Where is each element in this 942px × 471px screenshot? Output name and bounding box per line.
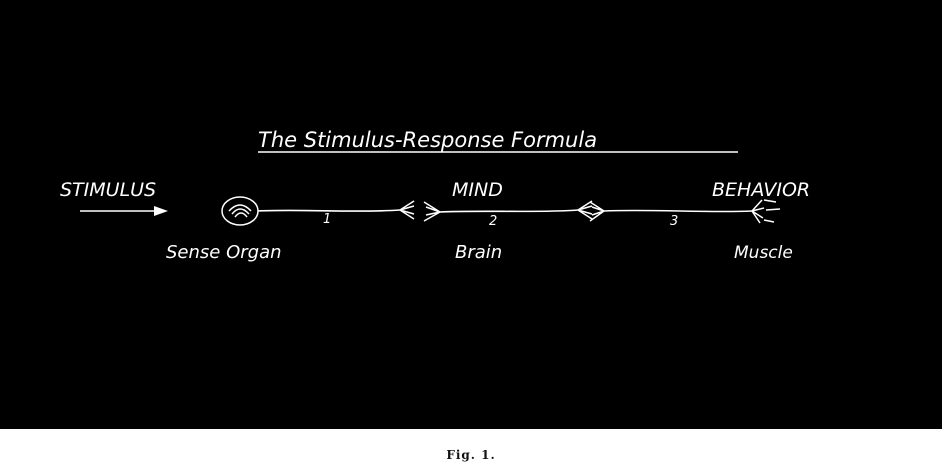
stimulus-label: STIMULUS xyxy=(60,179,156,201)
synapse-right-icon xyxy=(577,200,605,222)
nerve-path-2 xyxy=(439,209,579,213)
mind-label: MIND xyxy=(452,179,503,201)
path-number-3: 3 xyxy=(670,214,678,229)
sense-organ-label: Sense Organ xyxy=(166,242,282,263)
nerve-path-3 xyxy=(603,209,753,213)
stimulus-arrow-icon xyxy=(80,206,168,216)
synapse-left-icon xyxy=(399,200,441,222)
brain-label: Brain xyxy=(455,242,502,263)
diagram-title: The Stimulus-Response Formula xyxy=(258,128,597,152)
muscle-label: Muscle xyxy=(734,243,793,263)
path-number-2: 2 xyxy=(489,214,497,229)
muscle-ending-icon xyxy=(751,199,781,224)
diagram-canvas: The Stimulus-Response Formula STIMULUS M… xyxy=(60,128,810,263)
stimulus-response-diagram: The Stimulus-Response Formula STIMULUS M… xyxy=(0,0,942,429)
nerve-path-1 xyxy=(257,209,401,212)
path-number-1: 1 xyxy=(323,212,331,227)
figure-caption: Fig. 1. xyxy=(446,448,496,462)
sense-organ-icon xyxy=(221,196,259,226)
behavior-label: BEHAVIOR xyxy=(712,179,810,201)
